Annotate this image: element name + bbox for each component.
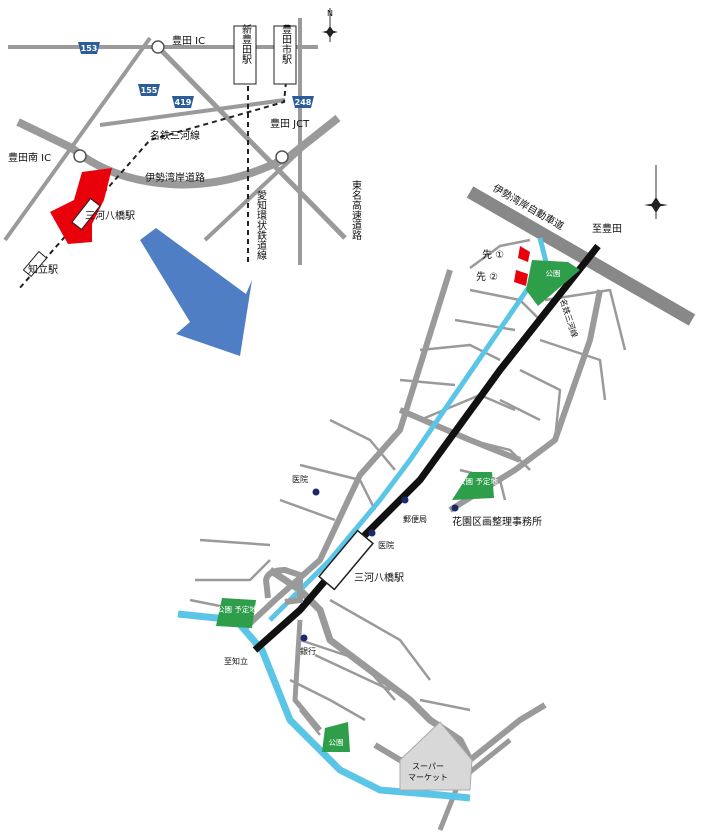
overview-roads xyxy=(3,18,347,265)
east-main-street xyxy=(448,289,603,513)
detail-map: 公園 公園 予定地 公園 予定地 公園 スーパー マーケット 伊勢湾岸自動車道 … xyxy=(177,165,696,831)
compass-icon: N xyxy=(322,8,338,42)
compass-icon xyxy=(644,165,668,219)
interchange-icon xyxy=(151,40,165,54)
river-north xyxy=(268,237,549,622)
post-office-label: 郵便局 xyxy=(403,514,427,524)
meitetsu-railway xyxy=(17,81,287,291)
site-1-label: 先 ① xyxy=(482,249,504,261)
mikawa-yatsuhashi-station-label: 三河八橋駅 xyxy=(85,209,135,222)
interchange-icon xyxy=(73,149,87,163)
isewangan-road-label: 伊勢湾岸道路 xyxy=(145,171,205,184)
direction-arrow-icon xyxy=(140,228,252,356)
station-icon xyxy=(71,197,101,231)
route-shield-icon: 155 xyxy=(138,84,160,96)
poi-dot-icon xyxy=(451,504,459,512)
park-south xyxy=(322,722,350,752)
overview-map: 153 155 419 248 N 豊田 IC 名鉄三河線 豊田 JCT 豊田南… xyxy=(3,8,362,291)
route-155-road xyxy=(3,36,152,242)
poi-dot-icon xyxy=(401,496,409,504)
route-shield-icon: 248 xyxy=(292,96,314,108)
supermarket-area xyxy=(399,721,473,791)
block-east-1 xyxy=(519,288,627,441)
site-1-parcel xyxy=(518,246,530,262)
tomei-expressway-label: 東名高速道路 xyxy=(350,179,362,241)
isewangan-road xyxy=(16,114,341,189)
supermarket-label-2: マーケット xyxy=(408,773,448,782)
hospital-1-label: 医院 xyxy=(292,474,308,484)
svg-text:N: N xyxy=(327,9,333,18)
route-shield-icon: 153 xyxy=(78,42,100,54)
park-south-label: 公園 xyxy=(329,738,344,747)
south-west-street xyxy=(292,619,322,732)
to-toyota-label: 至豊田 xyxy=(592,222,622,235)
mikawa-yatsuhashi-station-detail-label: 三河八橋駅 xyxy=(354,571,404,584)
supermarket-label-1: スーパー xyxy=(412,762,444,771)
planned-park-west-label: 公園 予定地 xyxy=(217,604,257,614)
block-south xyxy=(289,638,471,736)
to-chiryu-label: 至知立 xyxy=(224,656,248,666)
detail-blocks xyxy=(189,238,627,736)
cross-street-1 xyxy=(398,407,522,463)
route-419-road xyxy=(99,98,286,127)
site-2-label: 先 ② xyxy=(476,271,498,283)
meitetsu-line-detail-label: 名鉄三河線 xyxy=(558,298,580,339)
park-north xyxy=(526,260,580,306)
poi-dot-icon xyxy=(300,634,308,642)
detail-main-roads xyxy=(242,269,603,831)
toyotashi-station-label: 豊田市駅 xyxy=(280,23,292,65)
planned-park-east-label: 公園 予定地 xyxy=(458,476,498,486)
tomei-expressway-road xyxy=(156,45,347,240)
block-south-2 xyxy=(314,598,431,692)
route-419-label: 419 xyxy=(175,98,192,107)
aikan-line-label: 愛知環状鉄道線 xyxy=(255,189,267,260)
route-153-label: 153 xyxy=(81,44,98,53)
kukaku-office-label: 花園区画整理事務所 xyxy=(452,515,542,528)
isewangan-expressway xyxy=(466,186,696,326)
site-2-parcel xyxy=(514,270,528,286)
chiryu-station-label: 知立駅 xyxy=(28,263,58,276)
hospital-2-label: 医院 xyxy=(378,540,394,550)
toyota-minami-ic-label: 豊田南 IC xyxy=(8,151,51,164)
meitetsu-line-label: 名鉄三河線 xyxy=(150,129,200,142)
poi-dot-icon xyxy=(368,529,376,537)
shin-toyota-station-label: 新豊田駅 xyxy=(240,23,252,65)
west-main-street xyxy=(242,269,453,631)
station-south-street xyxy=(268,567,474,762)
toyotashi-station-box xyxy=(273,25,297,85)
overview-site-area xyxy=(50,168,112,244)
planned-park-east xyxy=(452,472,494,500)
toyota-jct-label: 豊田 JCT xyxy=(270,117,310,130)
mikawa-yatsuhashi-station-box xyxy=(317,529,375,591)
route-248-label: 248 xyxy=(295,98,312,107)
toyota-ic-label: 豊田 IC xyxy=(172,34,205,47)
meitetsu-railway-detail xyxy=(252,243,601,653)
station-icon xyxy=(22,250,48,278)
station-rotary xyxy=(262,566,303,605)
route-shield-icon: 419 xyxy=(172,96,194,108)
interchange-icon xyxy=(275,150,289,164)
route-155-label: 155 xyxy=(141,86,158,95)
bank-label: 銀行 xyxy=(300,646,316,656)
poi-dot-icon xyxy=(312,488,320,496)
planned-park-west xyxy=(216,598,256,628)
overview-railways xyxy=(17,50,287,291)
park-north-label: 公園 xyxy=(546,269,561,278)
shin-toyota-station-box xyxy=(233,25,257,85)
